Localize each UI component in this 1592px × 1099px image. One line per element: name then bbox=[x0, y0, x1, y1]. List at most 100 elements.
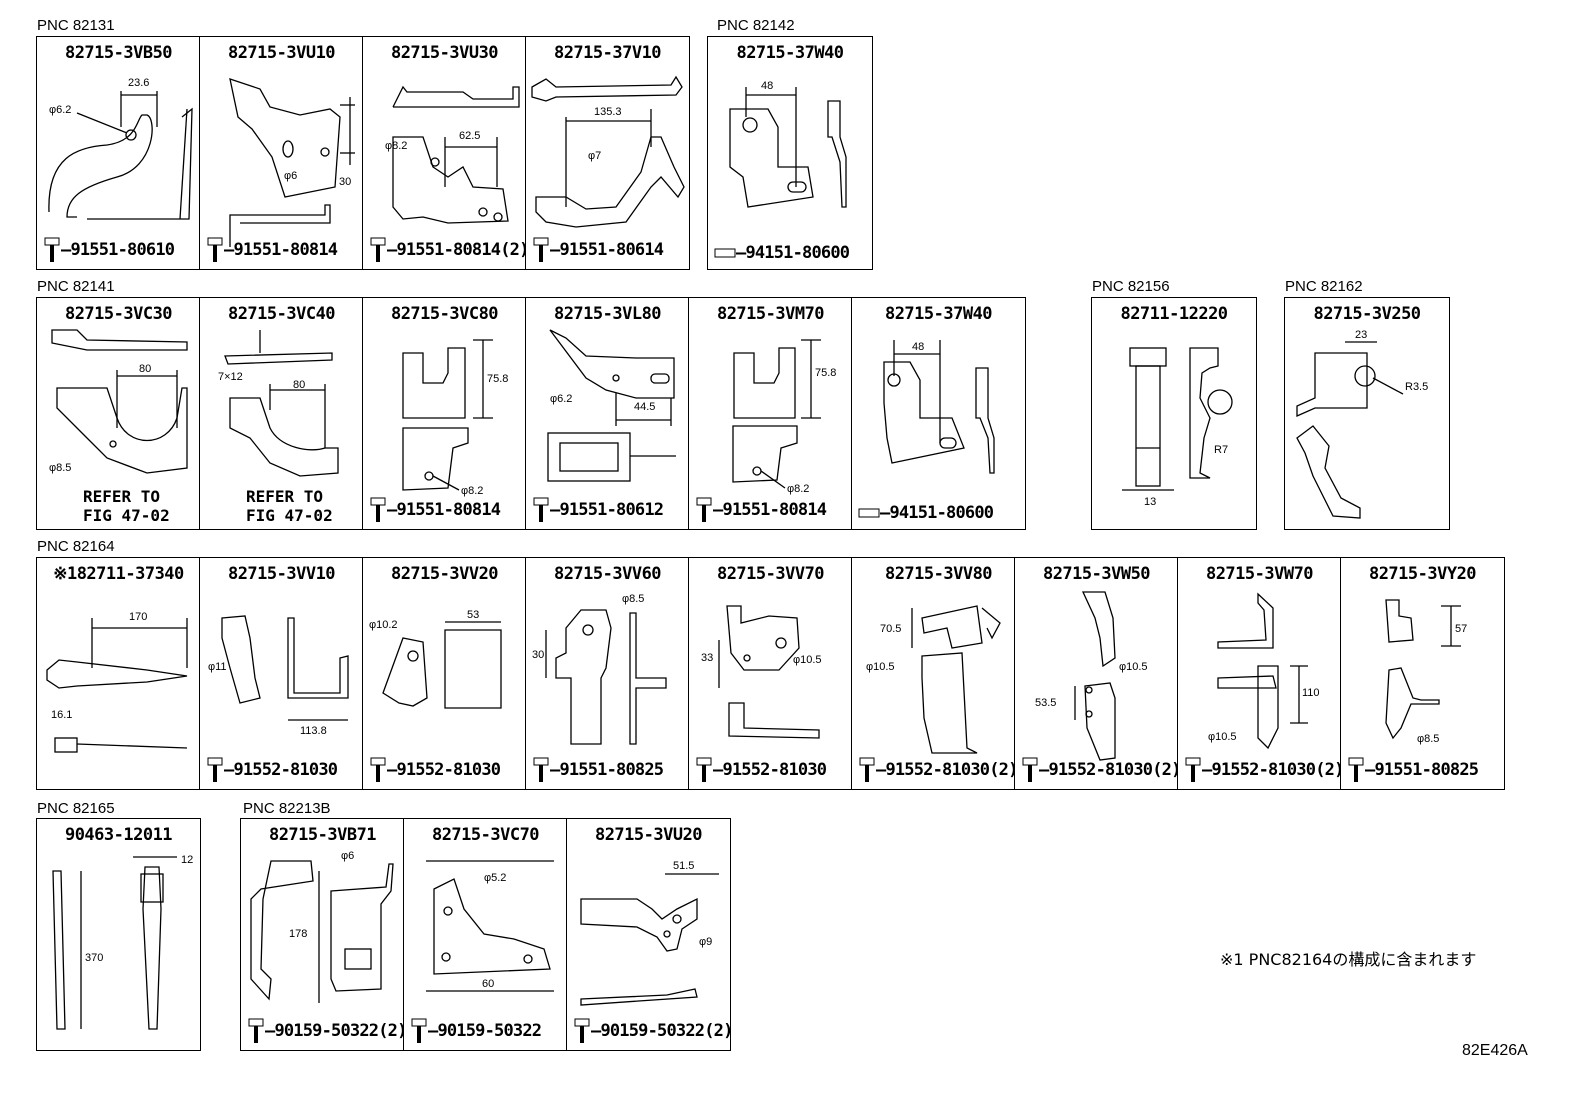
part-cell[interactable]: 82715-37W40 48 —94151-80600 bbox=[707, 36, 873, 270]
part-cell[interactable]: 82711-12220 R7 13 bbox=[1091, 297, 1257, 530]
part-cell[interactable]: 82715-3VU30 62.5 φ8.2 —91551-80814(2) bbox=[362, 36, 529, 270]
dim-label: 16.1 bbox=[51, 709, 72, 721]
part-cell[interactable]: 82715-3VC70 60 φ5.2 —90159-50322 bbox=[403, 818, 568, 1051]
part-cell[interactable]: 90463-12011 370 12 bbox=[36, 818, 201, 1051]
bolt-icon bbox=[207, 757, 223, 782]
part-cell[interactable]: 82715-3VW50 53.5 φ10.5 —91552-81030(2) bbox=[1014, 557, 1181, 790]
part-number: 82715-37W40 bbox=[884, 304, 993, 324]
bolt-icon bbox=[1185, 757, 1201, 782]
bolt-icon bbox=[533, 237, 549, 262]
bolt-number: 91552-81030 bbox=[396, 760, 501, 780]
dim-label: φ10.5 bbox=[793, 654, 822, 666]
group-label-pnc-82156: PNC 82156 bbox=[1092, 278, 1170, 295]
part-cell[interactable]: 82715-37W40 48 —94151-80600 bbox=[851, 297, 1026, 530]
bracket-drawing: 80 7×12 bbox=[218, 330, 339, 477]
bolt-callout: —91552-81030(2) bbox=[1184, 757, 1344, 783]
dim-label: φ6 bbox=[284, 170, 297, 182]
bolt-icon bbox=[1022, 757, 1038, 782]
bolt-icon bbox=[248, 1018, 264, 1043]
part-cell[interactable]: 82715-3VU20 51.5 φ9 —90159-50322(2) bbox=[566, 818, 733, 1051]
part-cell[interactable]: 82715-3VV80 70.5 φ10.5 —91552-81030(2) bbox=[851, 557, 1026, 790]
part-cell[interactable]: 82715-3VV60 30 φ8.5 —91551-80825 bbox=[525, 557, 690, 790]
group-label-pnc-82213b: PNC 82213B bbox=[243, 800, 331, 817]
bolt-icon bbox=[859, 757, 875, 782]
bolt-number: 91551-80814 bbox=[396, 500, 501, 520]
bolt-callout: —94151-80600 bbox=[714, 243, 870, 263]
bolt-number: 91551-80825 bbox=[1374, 760, 1479, 780]
dim-label: 48 bbox=[761, 80, 773, 92]
bracket-drawing: 30 φ8.5 bbox=[532, 593, 667, 745]
bolt-number: 91551-80614 bbox=[559, 240, 664, 260]
bolt-number: 91552-81030 bbox=[233, 760, 338, 780]
dim-label: 62.5 bbox=[459, 130, 480, 142]
part-number: 82715-3VU30 bbox=[390, 43, 499, 63]
bracket-drawing: 80 φ8.5 bbox=[49, 329, 188, 474]
dim-label: 53 bbox=[467, 609, 479, 621]
bracket-drawing: 62.5 φ8.2 bbox=[385, 85, 520, 224]
part-number: 82715-3VM70 bbox=[716, 304, 825, 324]
bolt-number: 91551-80610 bbox=[70, 240, 175, 260]
dim-label: φ8.2 bbox=[385, 140, 407, 152]
part-cell[interactable]: 82715-3VV20 53 φ10.2 —91552-81030 bbox=[362, 557, 527, 790]
part-cell[interactable]: 82715-3VY20 57 φ8.5 —91551-80825 bbox=[1340, 557, 1505, 790]
bolt-icon bbox=[207, 237, 223, 262]
part-cell[interactable]: 82715-3VW70 110 φ10.5 —91552-81030(2) bbox=[1177, 557, 1344, 790]
bolt-number: 91551-80612 bbox=[559, 500, 664, 520]
dim-label: 135.3 bbox=[594, 106, 622, 118]
dim-label: φ6.2 bbox=[550, 393, 572, 405]
bolt-callout: —91551-80814 bbox=[695, 497, 850, 523]
part-cell[interactable]: 82715-3VC80 75.8 φ8.2 —91551-80814 bbox=[362, 297, 527, 530]
dim-label: φ10.2 bbox=[369, 619, 398, 631]
part-number: 82715-3VC80 bbox=[390, 304, 499, 324]
dim-label: 370 bbox=[85, 952, 103, 964]
bolt-number: 91552-81030(2) bbox=[1048, 760, 1181, 780]
dim-label: 170 bbox=[129, 611, 147, 623]
bolt-icon bbox=[533, 757, 549, 782]
bolt-callout: —91551-80814(2) bbox=[369, 237, 529, 263]
bolt-icon bbox=[696, 757, 712, 782]
part-number: 82715-3VU10 bbox=[227, 43, 336, 63]
part-cell[interactable]: 82715-3VL80 44.5 φ6.2 —91551-80612 bbox=[525, 297, 690, 530]
part-cell[interactable]: 82715-3VM70 75.8 φ8.2 —91551-80814 bbox=[688, 297, 853, 530]
part-cell[interactable]: 82715-37V10 135.3 φ7 —91551-80614 bbox=[525, 36, 690, 270]
dim-label: φ8.5 bbox=[622, 593, 644, 605]
bolt-callout: —91551-80612 bbox=[532, 497, 687, 523]
dim-label: 7×12 bbox=[218, 371, 243, 383]
part-cell[interactable]: ※182711-37340 170 16.1 bbox=[36, 557, 201, 790]
bolt-icon bbox=[370, 757, 386, 782]
dim-label: 80 bbox=[293, 379, 305, 391]
part-number: 82715-3VV70 bbox=[716, 564, 825, 584]
dim-label: φ8.5 bbox=[49, 462, 71, 474]
part-number: 82715-3VV20 bbox=[390, 564, 499, 584]
bracket-drawing: 178 φ6 bbox=[250, 850, 394, 1003]
part-cell[interactable]: 82715-3VV70 33 φ10.5 —91552-81030 bbox=[688, 557, 853, 790]
bolt-icon bbox=[44, 237, 60, 262]
dim-label: 80 bbox=[139, 363, 151, 375]
dim-label: φ8.5 bbox=[1417, 733, 1439, 745]
part-cell[interactable]: 82715-3VB71 178 φ6 —90159-50322(2) bbox=[240, 818, 407, 1051]
dim-label: R7 bbox=[1214, 444, 1228, 456]
part-number: 82715-3VB50 bbox=[64, 43, 173, 63]
bolt-number: 91551-80814(2) bbox=[396, 240, 529, 260]
dim-label: φ6.2 bbox=[49, 104, 71, 116]
bolt-callout: —91552-81030(2) bbox=[858, 757, 1023, 783]
dim-label: 33 bbox=[701, 652, 713, 664]
dim-label: R3.5 bbox=[1405, 381, 1428, 393]
bracket-drawing: 51.5 φ9 bbox=[580, 860, 719, 1006]
dim-label: 30 bbox=[339, 176, 351, 188]
bracket-drawing: 113.8 φ11 bbox=[208, 615, 349, 737]
part-cell[interactable]: 82715-3VB50 23.6 φ6.2 —91551-80610 bbox=[36, 36, 201, 270]
part-cell[interactable]: 82715-3V250 23 R3.5 bbox=[1284, 297, 1450, 530]
part-cell[interactable]: 82715-3VU10 φ6 30 —91551-80814 bbox=[199, 36, 364, 270]
bolt-number: 90159-50322 bbox=[437, 1021, 542, 1041]
bolt-number: 91552-81030(2) bbox=[885, 760, 1018, 780]
dim-label: φ10.5 bbox=[1119, 661, 1148, 673]
bolt-number: 94151-80600 bbox=[889, 503, 994, 523]
dim-label: 30 bbox=[532, 649, 544, 661]
part-cell[interactable]: 82715-3VV10 113.8 φ11 —91552-81030 bbox=[199, 557, 364, 790]
part-number: 82715-3VV10 bbox=[227, 564, 336, 584]
footnote: ※1 PNC82164の構成に含まれます bbox=[1220, 950, 1477, 969]
